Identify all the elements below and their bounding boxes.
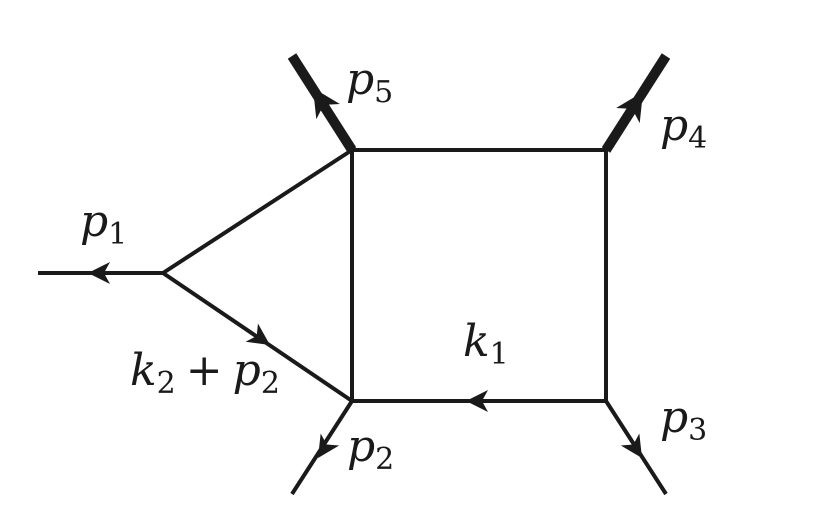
label-p5: p5	[346, 54, 393, 110]
arrow-k1-icon	[466, 390, 488, 412]
arrow-p1-icon	[88, 262, 110, 284]
arrow-p3-icon	[620, 433, 642, 458]
label-k2-plus-p2: k2+p2	[130, 345, 280, 401]
arrow-k2-p2-icon	[245, 323, 270, 345]
label-p4: p4	[660, 100, 707, 156]
triangle-upper-edge	[161, 148, 354, 275]
arrow-p2-icon	[318, 433, 340, 458]
arrow-p5-icon	[313, 88, 340, 120]
label-k1: k1	[463, 316, 509, 372]
arrow-p4-icon	[616, 92, 643, 124]
label-p1: p1	[80, 196, 127, 252]
label-p2: p2	[347, 421, 394, 477]
label-p3: p3	[660, 392, 707, 448]
